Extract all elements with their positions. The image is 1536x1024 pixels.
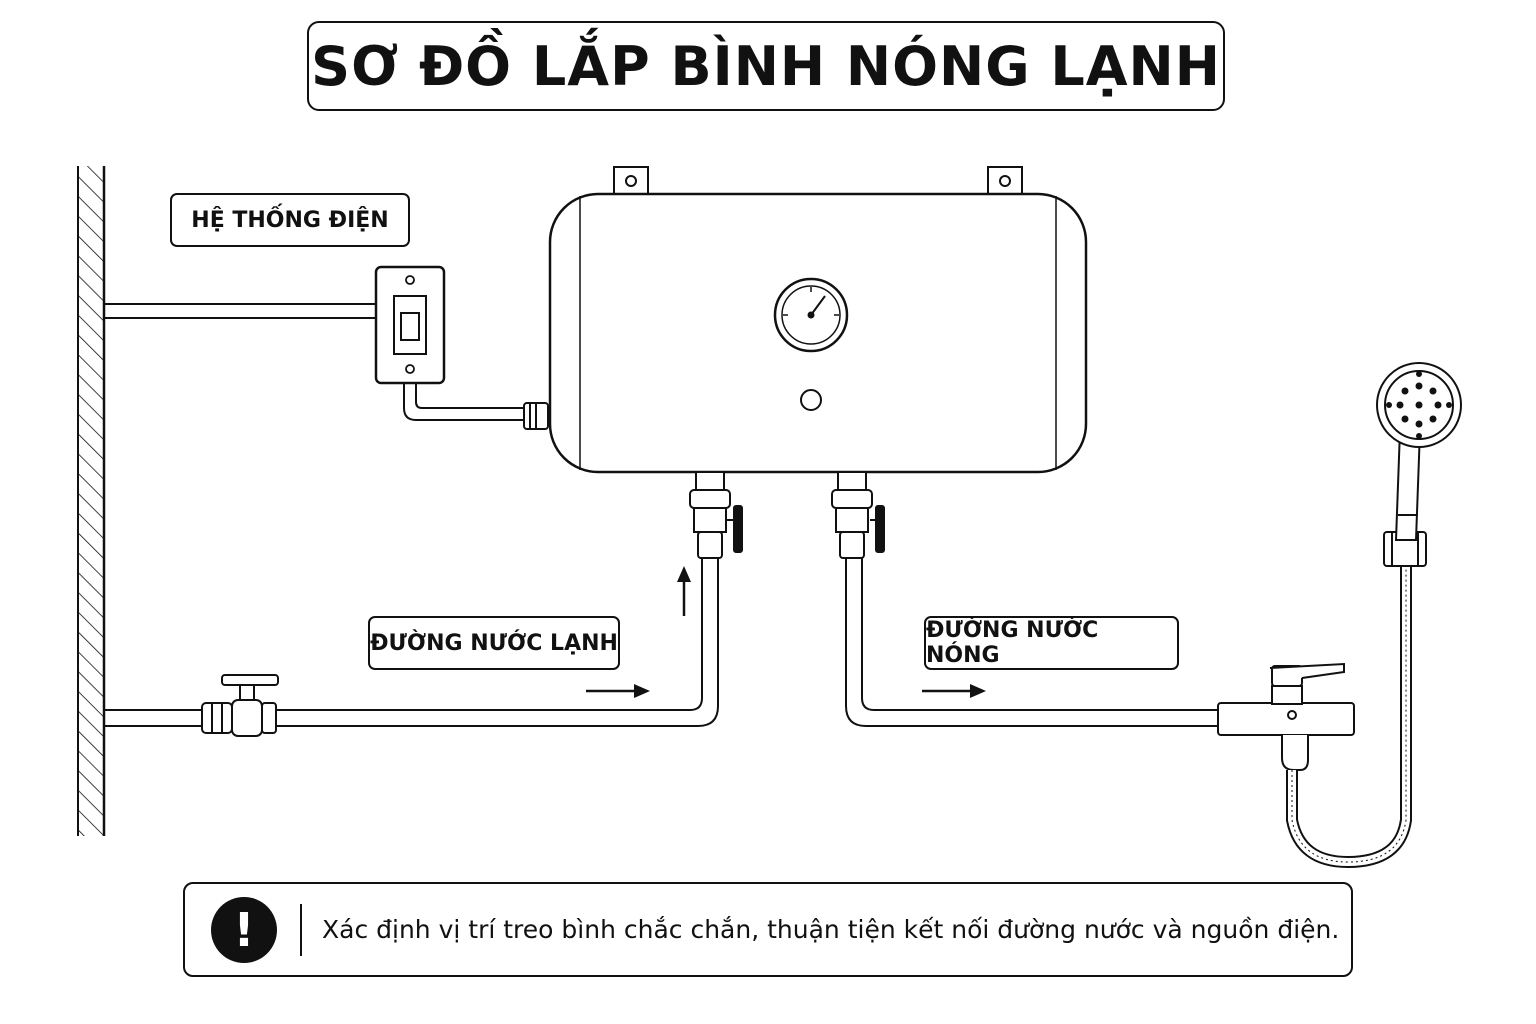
mixer-faucet [1217,662,1355,771]
temperature-gauge [773,277,849,353]
exclamation-icon: ! [211,896,277,963]
diagram-title: SƠ ĐỒ LẮP BÌNH NÓNG LẠNH [307,21,1225,111]
shower-head [1376,362,1462,541]
main-water-valve [201,674,279,737]
cold-inlet-valve [689,471,743,559]
indicator-light [800,389,822,411]
shower-hose [1286,566,1412,869]
hot-water-pipe [845,558,1218,727]
heater-power-cable [403,383,549,430]
cold-water-pipe [104,558,719,727]
power-cable [104,303,376,319]
hot-flow-arrow [922,684,986,698]
note-text: Xác định vị trí treo bình chắc chắn, thu… [322,915,1340,944]
cold-flow-arrows [586,566,691,698]
switch-box [374,265,446,385]
hot-outlet-valve [831,471,885,559]
electric-system-label: HỆ THỐNG ĐIỆN [170,193,410,247]
cold-water-label: ĐƯỜNG NƯỚC LẠNH [368,616,620,670]
note-box: ! Xác định vị trí treo bình chắc chắn, t… [183,882,1353,977]
note-divider [300,903,302,956]
hot-water-label: ĐƯỜNG NƯỚC NÓNG [924,616,1179,670]
wall [77,166,106,836]
mounting-brackets [613,166,1023,196]
